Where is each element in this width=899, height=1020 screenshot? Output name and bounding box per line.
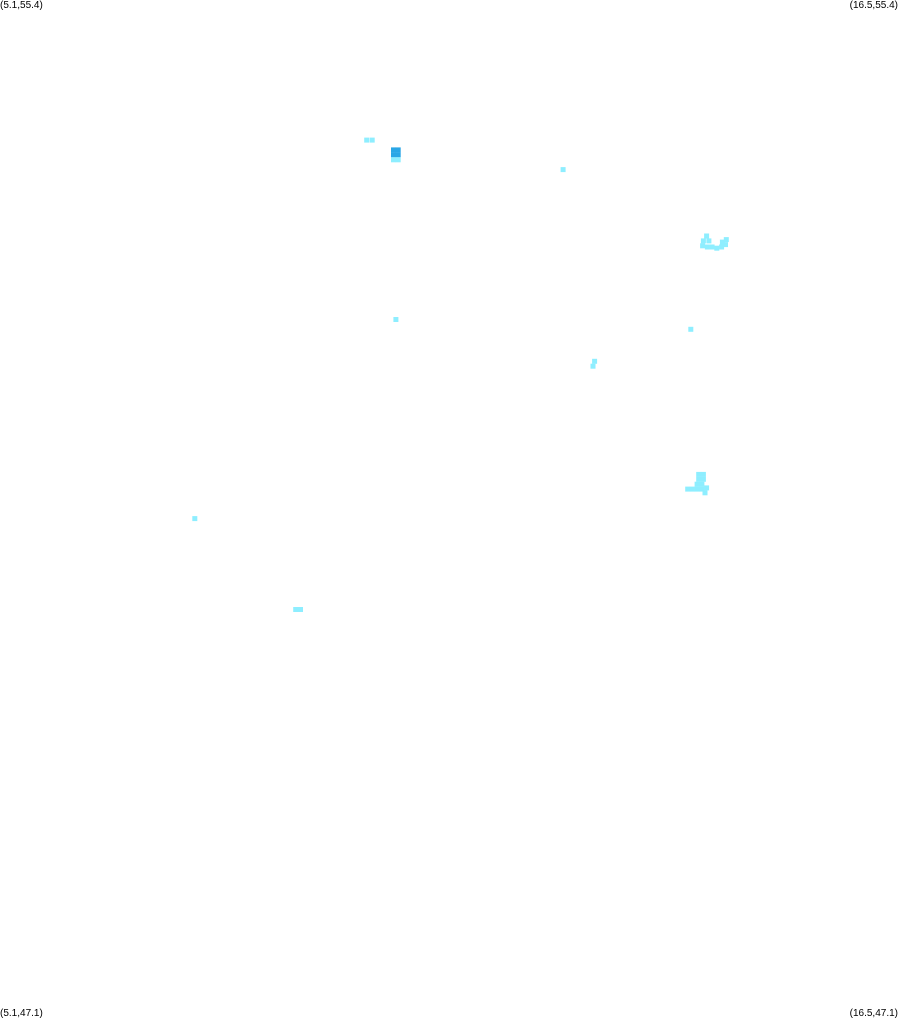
map-cell xyxy=(704,244,710,250)
map-cell xyxy=(293,607,299,612)
map-cell xyxy=(192,516,198,522)
map-cell xyxy=(700,238,706,244)
map-cell xyxy=(702,490,708,496)
map-cell xyxy=(395,152,401,158)
map-cell xyxy=(393,317,399,322)
map-cell xyxy=(719,244,725,250)
map-cell xyxy=(723,237,729,243)
map-cell xyxy=(700,476,706,482)
map-cell xyxy=(719,239,725,245)
map-cell xyxy=(696,476,702,482)
map-cell xyxy=(395,157,401,163)
map-cell xyxy=(592,358,598,364)
map-cell xyxy=(696,471,702,477)
map-cell xyxy=(364,137,370,143)
corner-label-top-right: (16.5,55.4) xyxy=(849,0,898,11)
map-cell xyxy=(590,363,596,369)
map-cell xyxy=(704,233,710,239)
map-cell xyxy=(694,481,700,487)
map-cell xyxy=(689,486,695,492)
map-cell xyxy=(688,326,694,332)
map-cell xyxy=(709,244,715,250)
map-cell xyxy=(699,481,705,487)
corner-label-bottom-left: (5.1,47.1) xyxy=(0,1008,43,1019)
corner-label-bottom-right: (16.5,47.1) xyxy=(849,1008,898,1019)
map-cell xyxy=(395,147,401,153)
corner-label-top-left: (5.1,55.4) xyxy=(0,0,43,11)
map-cell xyxy=(706,238,712,244)
map-cell xyxy=(560,167,566,173)
map-cell xyxy=(699,486,705,492)
map-cell xyxy=(298,607,303,612)
map-cell xyxy=(391,152,396,158)
map-cell xyxy=(700,243,706,249)
map-cell xyxy=(714,245,720,251)
map-cell xyxy=(694,486,700,492)
map-cell xyxy=(704,485,710,491)
map-cell xyxy=(700,471,706,477)
map-cell xyxy=(685,486,691,492)
map-cell xyxy=(723,242,728,248)
map-cell xyxy=(391,157,396,163)
map-cell xyxy=(391,147,396,153)
map-cell xyxy=(369,137,375,143)
